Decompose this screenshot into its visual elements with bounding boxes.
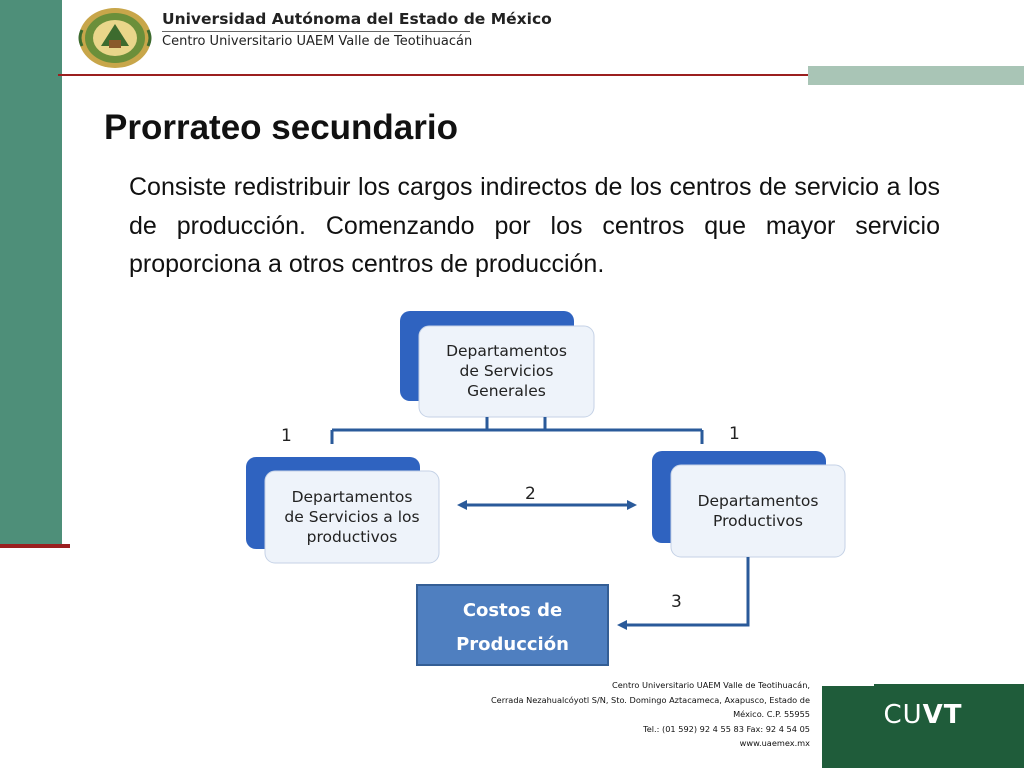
center-name: Centro Universitario UAEM Valle de Teoti…	[162, 34, 473, 49]
header-accent-block	[808, 66, 1024, 85]
footer-line: Centro Universitario UAEM Valle de Teoti…	[612, 680, 810, 690]
header-divider	[58, 74, 988, 76]
label-one-right: 1	[729, 424, 740, 444]
footer-brand-panel	[822, 684, 1024, 768]
header-rule	[162, 31, 470, 32]
label-two: 2	[525, 484, 536, 504]
label-one-left: 1	[281, 426, 292, 446]
costs-label-line-1: Costos de	[462, 600, 563, 621]
footer-line: Tel.: (01 592) 92 4 55 83 Fax: 92 4 54 0…	[643, 723, 810, 734]
costs-label-line-2: Producción	[456, 634, 569, 655]
footer-address: Centro Universitario UAEM Valle de Teoti…	[470, 678, 810, 751]
left-box-label: Departamentos de Servicios a los product…	[284, 488, 420, 546]
top-box-label: Departamentos de Servicios Generales	[446, 342, 567, 400]
top-box-front	[418, 325, 595, 418]
right-box-front	[670, 464, 846, 558]
cuvt-logo: CUVT	[883, 700, 963, 730]
label-three: 3	[671, 592, 682, 612]
uaem-seal-icon	[78, 8, 152, 68]
left-accent-line	[0, 544, 70, 548]
footer-line: México. C.P. 55955	[733, 709, 810, 719]
footer-line: Cerrada Nezahualcóyotl S/N, Sto. Domingo…	[490, 694, 810, 705]
footer-notch	[822, 676, 874, 686]
university-name: Universidad Autónoma del Estado de Méxic…	[162, 10, 552, 28]
arrow-to-costs	[617, 557, 750, 630]
right-box-label: Departamentos Productivos	[697, 492, 819, 530]
slide-body: Consiste redistribuir los cargos indirec…	[129, 173, 940, 278]
production-costs-box: Costos de Producción	[416, 584, 609, 666]
slide-title: Prorrateo secundario	[104, 108, 458, 147]
left-box-front	[264, 470, 440, 564]
left-accent-bar	[0, 0, 62, 548]
footer-line: www.uaemex.mx	[739, 738, 810, 748]
